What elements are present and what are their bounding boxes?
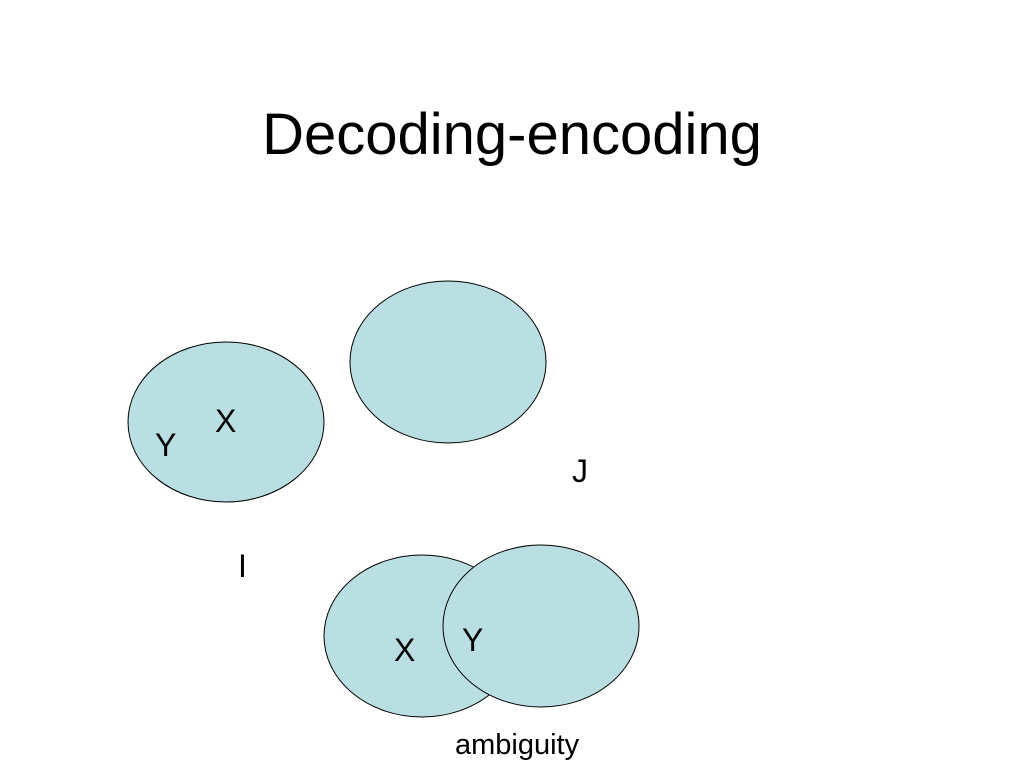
set-i-element-y: Y xyxy=(155,427,176,463)
set-j-ellipse xyxy=(349,280,547,444)
ambiguity-element-x: X xyxy=(394,632,415,668)
set-i-label: I xyxy=(238,548,247,584)
ambiguity-ellipse-right xyxy=(442,544,640,708)
ambiguity-element-y: Y xyxy=(462,622,483,658)
ambiguity-caption: ambiguity xyxy=(455,729,580,761)
slide-title: Decoding-encoding xyxy=(262,102,762,167)
set-i-ellipse xyxy=(127,341,325,503)
set-j-label: J xyxy=(572,453,588,489)
set-i-element-x: X xyxy=(215,403,236,439)
